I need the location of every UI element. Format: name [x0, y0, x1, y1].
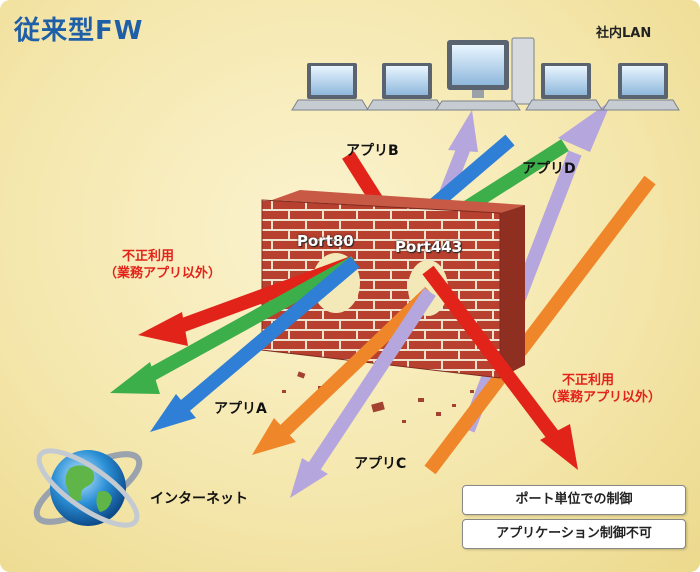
laptop-icon [602, 63, 680, 111]
firewall-wall [261, 190, 525, 423]
misuse-right-line1: 不正利用 [562, 373, 615, 388]
laptop-icon [525, 63, 603, 111]
misuse-left-line1: 不正利用 [122, 249, 175, 264]
misuse-right-line2: （業務アプリ以外） [544, 390, 662, 405]
app-c-label: アプリC [354, 456, 407, 472]
laptop-icon [366, 63, 444, 111]
globe-icon [33, 448, 143, 528]
laptop-icon [291, 63, 369, 111]
arrow-orange-out [252, 286, 435, 455]
desktop-computer-icon [435, 37, 535, 111]
arrow-app-d [424, 175, 656, 475]
port80-label: Port80 [297, 232, 354, 250]
misuse-left-line2: （業務アプリ以外） [104, 266, 222, 281]
internet-label: インターネット [150, 491, 248, 507]
app-b-label: アプリB [346, 143, 399, 159]
app-d-label: アプリD [522, 161, 576, 177]
diagram-title: 従来型FW [14, 16, 144, 46]
misuse-label-left: 不正利用 （業務アプリ以外） [104, 248, 221, 282]
internal-lan-label: 社内LAN [596, 26, 652, 41]
port443-label: Port443 [395, 238, 463, 256]
arrow-app-a [150, 256, 360, 432]
arrow-misuse-out-right [422, 265, 578, 470]
misuse-label-right: 不正利用 （業務アプリ以外） [544, 372, 661, 406]
arrow-green-out [110, 255, 359, 394]
note-port-control: ポート単位での制御 [462, 485, 686, 515]
app-a-label: アプリA [214, 401, 267, 417]
note-no-app-control: アプリケーション制御不可 [462, 519, 686, 549]
arrow-app-c [290, 288, 436, 498]
